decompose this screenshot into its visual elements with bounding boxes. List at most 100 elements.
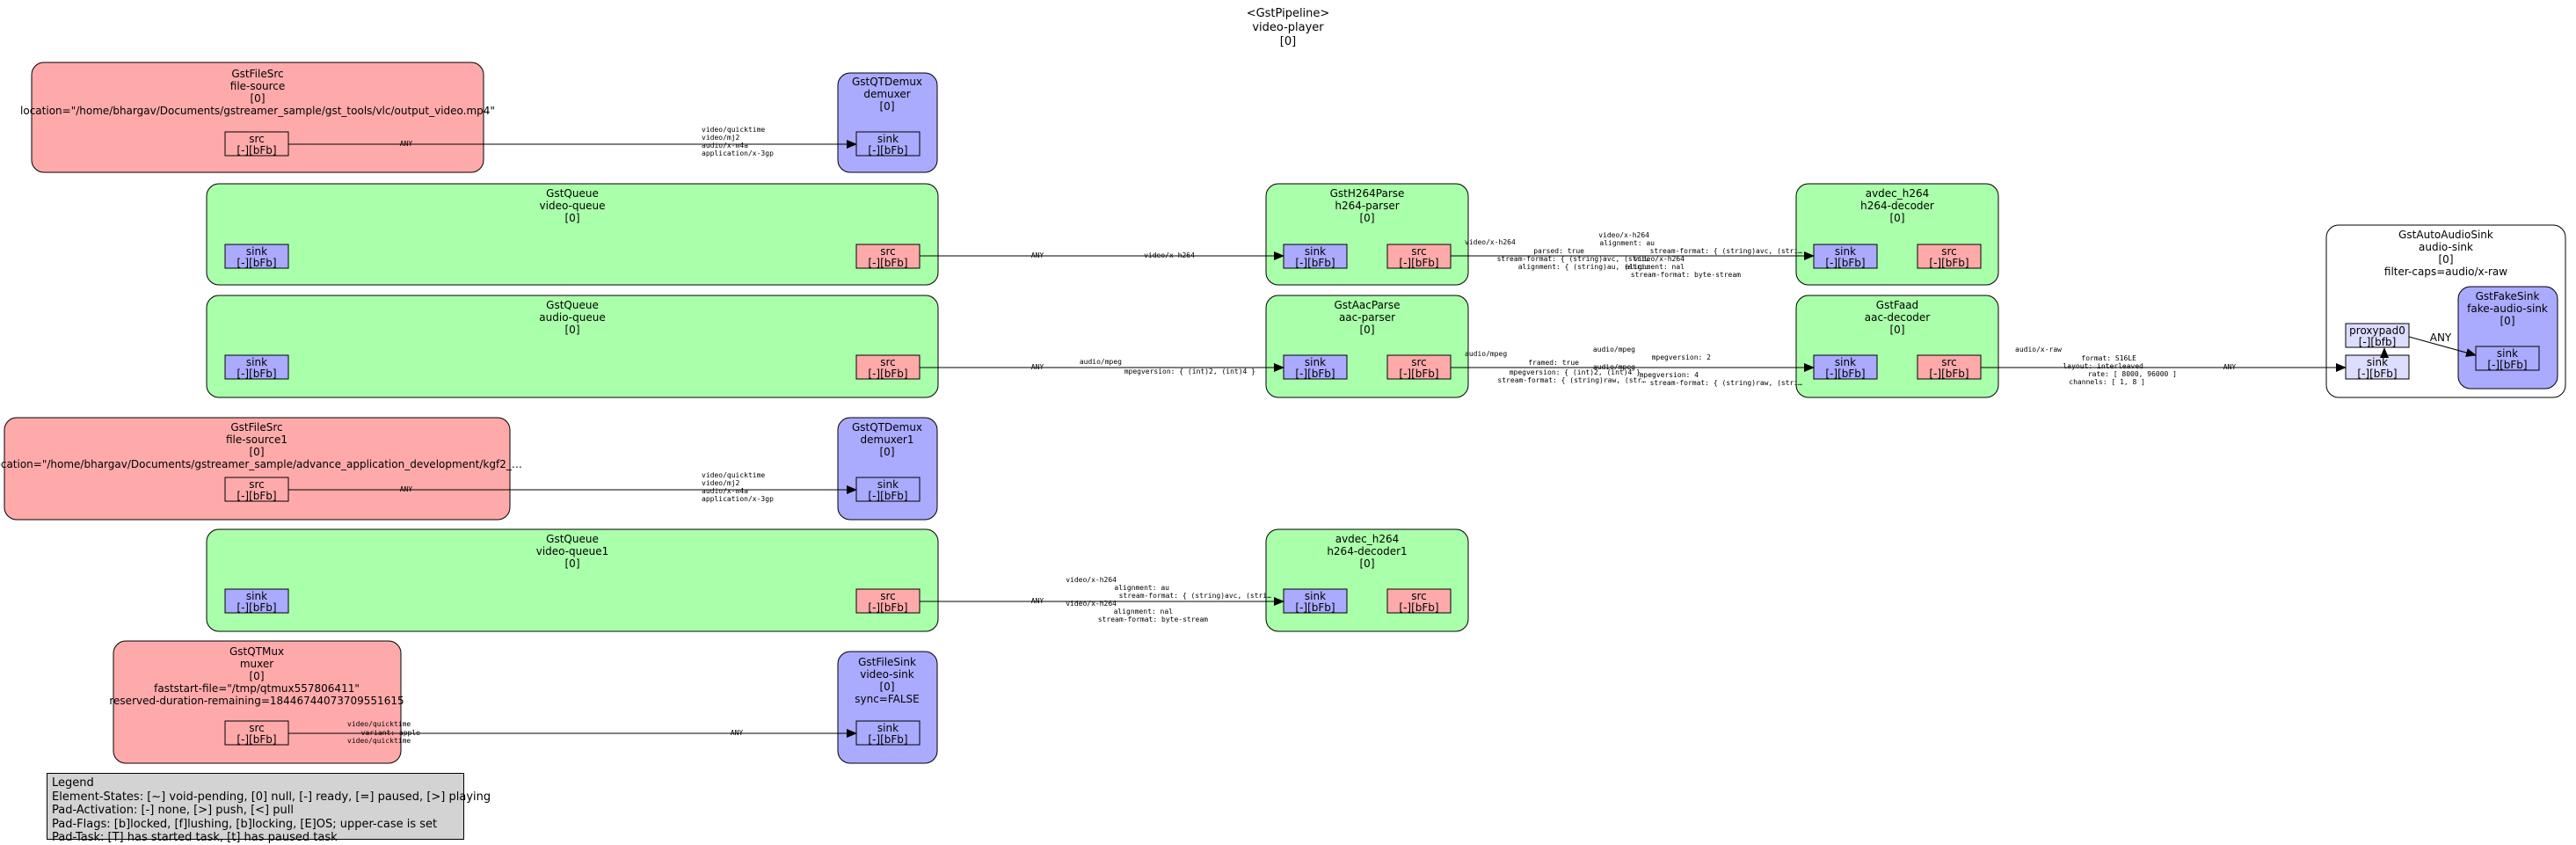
link-h264-parser-h264-decoder: video/x-h264 parsed: true stream-format:… [1451,231,1815,279]
svg-text:audio/x-raw: audio/x-raw [2015,346,2062,353]
svg-text:stream-format: { (string)avc,: stream-format: { (string)avc, (stri… [1650,247,1803,255]
svg-text:[-][bFb]: [-][bFb] [1825,257,1865,269]
svg-text:demuxer: demuxer [863,88,910,100]
sink-pad[interactable]: sink [-][bFb] [2475,346,2540,371]
element-video-queue[interactable]: GstQueue video-queue [0] sink [-][bFb] s… [206,183,939,286]
svg-text:application/x-3gp: application/x-3gp [702,149,774,157]
svg-text:[-][bFb]: [-][bFb] [236,368,276,380]
svg-text:[0]: [0] [880,681,895,693]
svg-text:sink: sink [877,478,899,491]
link-proxypad-internal: ANY [2380,331,2477,358]
svg-text:avdec_h264: avdec_h264 [1335,533,1400,545]
element-video-queue1[interactable]: GstQueue video-queue1 [0] sink [-][bFb] … [206,528,939,632]
svg-text:video-queue: video-queue [540,200,606,212]
svg-text:src: src [880,356,896,368]
element-demuxer[interactable]: GstQTDemux demuxer [0] sink [-][bFb] [837,72,938,173]
element-type: GstFileSrc [231,68,283,80]
proxy-pad[interactable]: proxypad0 [-][bfb] [2345,323,2410,348]
element-h264-parser[interactable]: GstH264Parse h264-parser [0] sink [-][bF… [1265,183,1469,286]
sink-pad[interactable]: sink [-][bFb] [224,244,289,269]
svg-text:src: src [249,722,265,734]
src-pad[interactable]: src [-][bFb] [1917,244,1982,269]
svg-text:[-][bFb]: [-][bFb] [868,144,907,157]
sink-pad[interactable]: sink [-][bFb] [855,131,921,157]
svg-text:[0]: [0] [250,446,265,458]
svg-text:avdec_h264: avdec_h264 [1866,187,1930,200]
element-aac-parser[interactable]: GstAacParse aac-parser [0] sink [-][bFb]… [1265,295,1469,398]
svg-text:video/x-h264: video/x-h264 [1144,251,1195,259]
svg-text:[0]: [0] [565,557,580,570]
element-audio-sink[interactable]: GstAutoAudioSink audio-sink [0] filter-c… [2325,224,2566,398]
svg-text:ANY: ANY [731,729,744,737]
element-fake-audio-sink[interactable]: GstFakeSink fake-audio-sink [0] sink [-]… [2457,286,2558,390]
element-h264-decoder[interactable]: avdec_h264 h264-decoder [0] sink [-][bFb… [1795,183,1999,286]
svg-text:stream-format: { (string)avc,: stream-format: { (string)avc, (stri… [1497,255,1650,263]
svg-text:variant: apple: variant: apple [361,729,421,737]
svg-text:audio/x-m4a: audio/x-m4a [702,142,748,149]
svg-text:src: src [1411,356,1427,368]
element-muxer[interactable]: GstQTMux muxer [0] faststart-file="/tmp/… [109,640,404,764]
sink-pad[interactable]: sink [-][bFb] [855,477,921,502]
legend-pad-activation: Pad-Activation: [-] none, [>] push, [<] … [52,804,294,817]
sink-pad[interactable]: sink [-][bFb] [2345,354,2410,380]
sink-pad[interactable]: sink [-][bFb] [1813,244,1878,269]
svg-text:mpegversion: 2: mpegversion: 2 [1652,353,1712,361]
element-file-source[interactable]: GstFileSrc file-source [0] location="/ho… [20,62,495,173]
svg-text:sync=FALSE: sync=FALSE [855,693,920,705]
src-pad[interactable]: src [-][bFb] [224,720,289,746]
svg-text:[0]: [0] [565,324,580,336]
src-pad[interactable]: src [-][bFb] [855,588,921,614]
src-pad[interactable]: src [-][bFb] [224,477,289,502]
link-aac-parser-aac-decoder: audio/mpeg framed: true mpegversion: { (… [1451,346,1815,387]
svg-text:sink: sink [246,590,267,602]
element-video-sink[interactable]: GstFileSink video-sink [0] sync=FALSE si… [837,651,938,764]
src-pad[interactable]: src [-][bFb] [1917,354,1982,380]
svg-text:GstQTDemux: GstQTDemux [852,421,922,433]
svg-text:[-][bFb]: [-][bFb] [868,368,907,380]
svg-text:ANY: ANY [400,485,413,493]
svg-text:sink: sink [1305,356,1326,368]
element-h264-decoder1[interactable]: avdec_h264 h264-decoder1 [0] sink [-][bF… [1265,528,1469,632]
src-pad[interactable]: src [-][bFb] [1386,588,1452,614]
svg-text:video/quicktime: video/quicktime [347,720,411,728]
src-pad[interactable]: src [-][bFb] [1386,354,1452,380]
element-aac-decoder[interactable]: GstFaad aac-decoder [0] sink [-][bFb] sr… [1795,295,1999,398]
svg-text:sink: sink [246,356,267,368]
svg-text:video/mj2: video/mj2 [702,479,740,487]
src-pad[interactable]: src [-][bFb] [1386,244,1452,269]
svg-text:[-][bFb]: [-][bFb] [1295,601,1335,614]
svg-text:alignment: { (string)au, (stri: alignment: { (string)au, (stri… [1518,263,1649,271]
svg-text:[-][bFb]: [-][bFb] [236,601,276,614]
svg-text:alignment: au: alignment: au [1114,584,1169,592]
svg-text:format: S16LE: format: S16LE [2081,354,2136,362]
src-pad[interactable]: src [-][bFb] [855,244,921,269]
sink-pad[interactable]: sink [-][bFb] [1283,354,1348,380]
legend-pad-flags: Pad-Flags: [b]locked, [f]lushing, [b]loc… [52,817,438,831]
svg-text:audio/mpeg: audio/mpeg [1593,363,1635,371]
svg-text:GstQueue: GstQueue [546,187,599,200]
svg-text:src: src [880,590,896,602]
element-demuxer1[interactable]: GstQTDemux demuxer1 [0] sink [-][bFb] [837,417,938,521]
sink-pad[interactable]: sink [-][bFb] [1283,244,1348,269]
svg-text:[-][bFb]: [-][bFb] [868,601,907,614]
sink-pad[interactable]: sink [-][bFb] [1813,354,1878,380]
svg-text:file-source1: file-source1 [226,433,287,446]
sink-pad[interactable]: sink [-][bFb] [224,588,289,614]
link-file-source1-demuxer1: ANY video/quicktime video/mj2 audio/x-m4… [288,471,857,503]
svg-text:src: src [249,133,265,145]
svg-text:stream-format: { (string)avc,: stream-format: { (string)avc, (stri… [1119,592,1272,600]
element-file-source1[interactable]: GstFileSrc file-source1 [0] location="/h… [0,417,522,521]
src-pad[interactable]: src [-][bFb] [224,131,289,157]
src-pad[interactable]: src [-][bFb] [855,354,921,380]
sink-pad[interactable]: sink [-][bFb] [224,354,289,380]
svg-text:GstFakeSink: GstFakeSink [2476,290,2540,302]
element-audio-queue[interactable]: GstQueue audio-queue [0] sink [-][bFb] s… [206,295,939,398]
svg-text:h264-decoder: h264-decoder [1860,200,1934,212]
svg-text:src: src [1941,356,1957,368]
svg-text:proxypad0: proxypad0 [2349,324,2405,337]
svg-text:muxer: muxer [240,658,273,670]
sink-pad[interactable]: sink [-][bFb] [1283,588,1348,614]
sink-pad[interactable]: sink [-][bFb] [855,720,921,746]
link-video-queue1-h264-decoder1: ANY video/x-h264 alignment: au stream-fo… [920,576,1284,623]
svg-text:faststart-file="/tmp/qtmux5578: faststart-file="/tmp/qtmux557806411" [154,682,360,695]
